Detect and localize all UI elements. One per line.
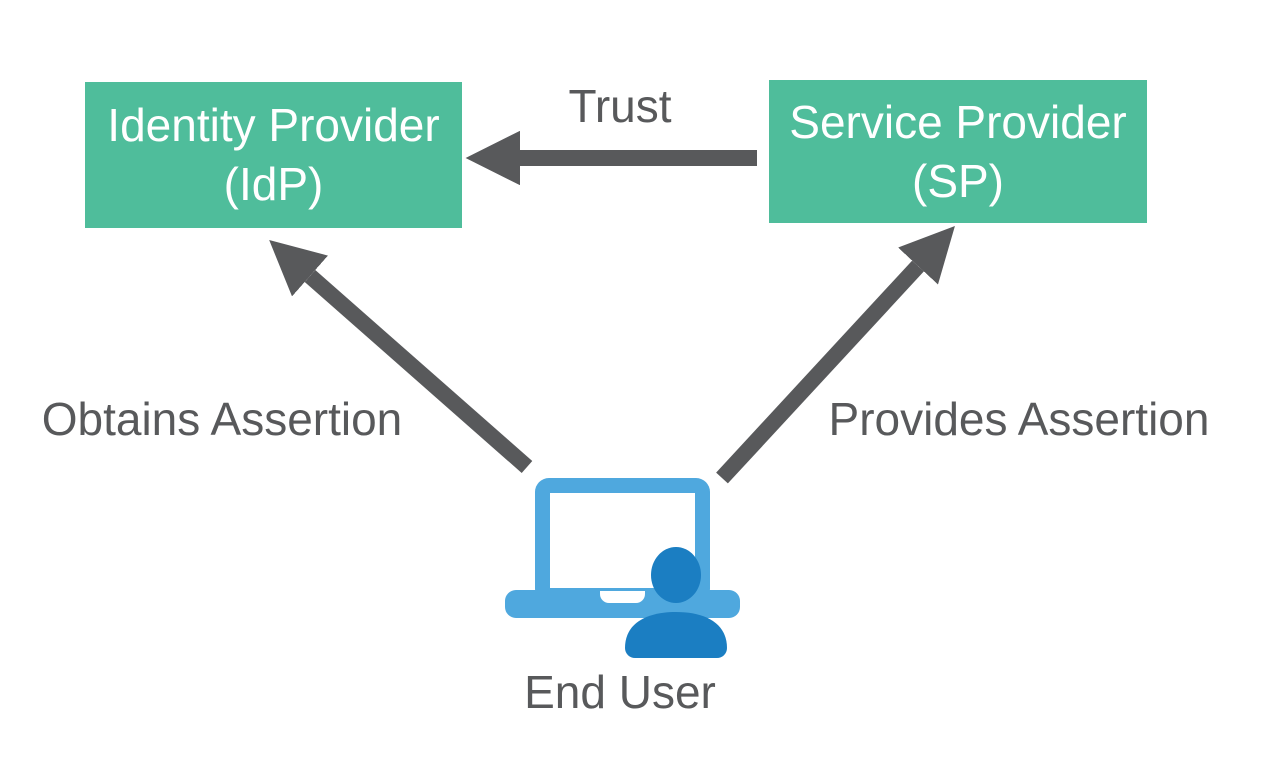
person-icon	[625, 547, 727, 658]
provides-assertion-edge-label: Provides Assertion	[828, 393, 1210, 445]
provides-assertion-arrow	[716, 226, 955, 484]
identity-provider-label-line2: (IdP)	[223, 158, 324, 210]
service-provider-node: Service Provider (SP)	[769, 80, 1147, 223]
obtains-assertion-edge-label: Obtains Assertion	[41, 393, 403, 445]
laptop-icon	[505, 478, 740, 618]
service-provider-label-line1: Service Provider	[789, 95, 1127, 148]
trust-edge-label: Trust	[568, 80, 672, 132]
identity-provider-node: Identity Provider (IdP)	[85, 82, 462, 228]
end-user-label: End User	[524, 666, 716, 718]
service-provider-label-line2: (SP)	[912, 154, 1004, 207]
identity-provider-label-line1: Identity Provider	[107, 99, 440, 152]
laptop-user-icon	[505, 478, 740, 658]
obtains-assertion-arrow	[269, 240, 533, 474]
